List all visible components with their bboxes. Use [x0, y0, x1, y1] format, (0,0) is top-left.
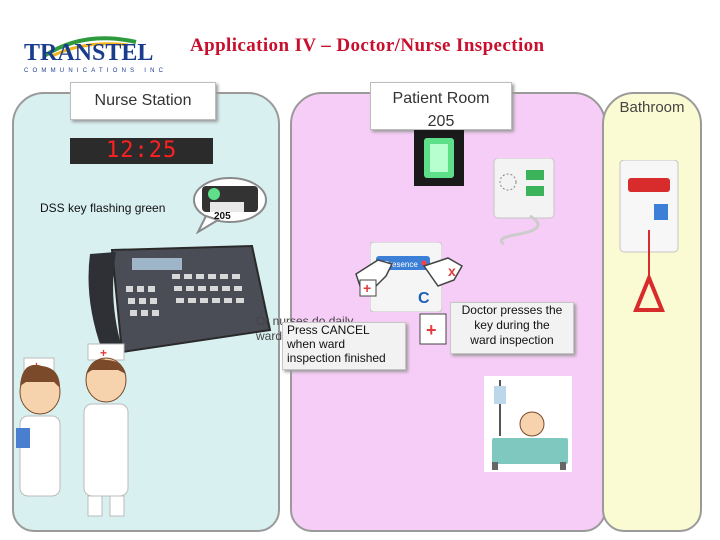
- bathroom-label: Bathroom: [604, 90, 700, 126]
- doctor-note-line1: Doctor presses the: [451, 303, 573, 318]
- cancel-note-line3: inspection finished: [287, 351, 401, 365]
- logo-name: TRANSTEL: [24, 40, 153, 67]
- dss-note: DSS key flashing green: [40, 201, 165, 215]
- dss-key-zoom-bubble: [192, 176, 268, 234]
- patient-in-bed-illustration: [484, 376, 572, 472]
- doctor-note: Doctor presses the key during the ward i…: [450, 302, 574, 354]
- cancel-note: Press CANCEL when ward inspection finish…: [282, 322, 406, 370]
- svg-text:+: +: [426, 320, 437, 340]
- nurses-illustration: + +: [14, 342, 144, 522]
- svg-text:+: +: [363, 280, 371, 296]
- nurse-station-label: Nurse Station: [70, 82, 216, 120]
- hand-press-presence: +: [352, 254, 402, 300]
- doctor-note-line2: key during the: [451, 318, 573, 333]
- cancel-note-line2: when ward: [287, 337, 401, 351]
- call-cord-station: [490, 158, 570, 248]
- logo-tagline: COMMUNICATIONS INC: [24, 68, 167, 74]
- plus-icon: +: [418, 312, 448, 346]
- patient-room-label-line1: Patient Room: [371, 87, 511, 110]
- clock-time: 12:25: [106, 138, 186, 164]
- room-indicator-lamp: [414, 130, 464, 186]
- doctor-note-line3: ward inspection: [451, 333, 573, 348]
- svg-text:x: x: [448, 263, 456, 279]
- hand-press-cancel: x: [418, 256, 468, 296]
- dss-phone: [82, 230, 272, 360]
- bathroom-pull-cord-unit: [618, 160, 680, 320]
- patient-room-label: Patient Room 205: [370, 82, 512, 130]
- dss-key-label: 205: [214, 211, 231, 222]
- cancel-note-line1: Press CANCEL: [287, 323, 401, 337]
- page-title: Application IV – Doctor/Nurse Inspection: [190, 35, 545, 57]
